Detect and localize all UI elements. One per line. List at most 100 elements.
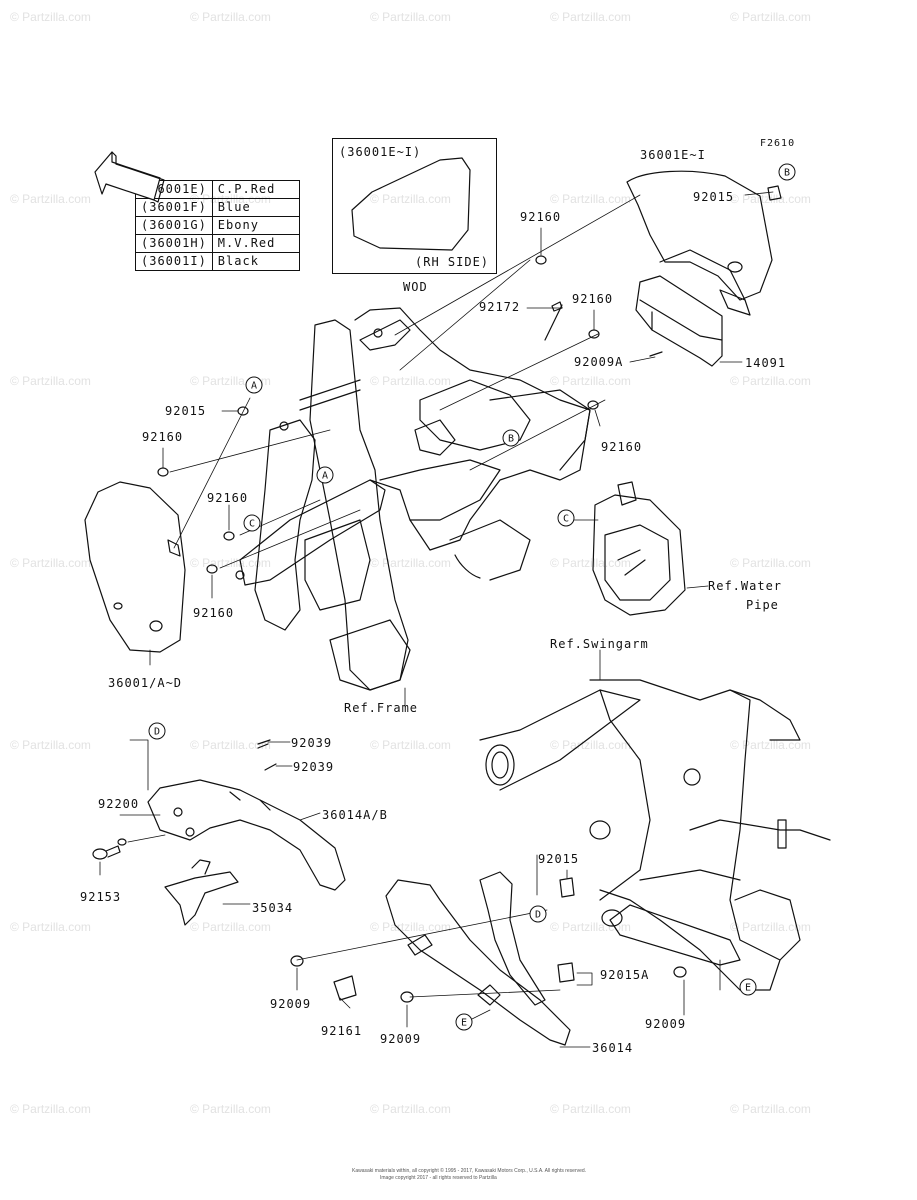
color-row: (36001F)Blue [135, 198, 300, 217]
part-label-p92153: 92153 [80, 890, 122, 904]
color-code: (36001I) [135, 252, 213, 271]
ref-marker-circle [529, 905, 547, 923]
part-label-p36014AB: 36014A/B [322, 808, 388, 822]
part-label-p92009l: 92009 [270, 997, 312, 1011]
bracket-35034 [164, 859, 239, 926]
ref-marker-circle [148, 722, 166, 740]
watermark-text: © Partzilla.com [190, 920, 271, 934]
ref-marker-circle [455, 1013, 473, 1031]
frame-outline [235, 307, 591, 691]
part-label-p92015A: 92015A [600, 968, 650, 982]
watermark-text: © Partzilla.com [370, 374, 451, 388]
watermark-text: © Partzilla.com [370, 920, 451, 934]
diagram-code: F2610 [760, 138, 796, 149]
part-label-p92015a: 92015 [165, 404, 207, 418]
color-name: Black [211, 252, 300, 271]
watermark-text: © Partzilla.com [730, 1102, 811, 1116]
part-label-pRefSwing: Ref.Swingarm [550, 637, 649, 651]
ref-marker-letter: A [251, 381, 257, 392]
part-label-pWOD: WOD [403, 280, 428, 294]
front-arrow-icon [94, 151, 165, 203]
part-label-pRefFrame: Ref.Frame [344, 701, 419, 715]
ref-marker-circle [778, 163, 796, 181]
ref-marker-letter: C [563, 514, 569, 525]
part-label-p92009A: 92009A [574, 355, 624, 369]
ref-marker-b: B [502, 429, 520, 447]
watermark-text: © Partzilla.com [10, 374, 91, 388]
watermark-text: © Partzilla.com [730, 738, 811, 752]
watermark-text: © Partzilla.com [550, 374, 631, 388]
watermark-text: © Partzilla.com [190, 10, 271, 24]
ref-marker-circle [739, 978, 757, 996]
part-label-p92161: 92161 [321, 1024, 363, 1038]
swingarm [479, 679, 831, 991]
ref-marker-b: B [778, 163, 796, 181]
right-side-cover [626, 170, 773, 316]
watermark-text: © Partzilla.com [10, 738, 91, 752]
part-label-p92200: 92200 [98, 797, 140, 811]
footer-copyright: Kawasaki materials within, all copyright… [352, 1168, 587, 1174]
watermark-text: © Partzilla.com [190, 738, 271, 752]
color-name: Blue [211, 198, 300, 217]
part-label-p92039a: 92039 [291, 736, 333, 750]
part-label-p92160t: 92160 [520, 210, 562, 224]
inset-side-label: (RH SIDE) [415, 255, 490, 269]
watermark-text: © Partzilla.com [550, 920, 631, 934]
watermark-text: © Partzilla.com [370, 556, 451, 570]
part-label-pRefWater: Ref.Water [708, 579, 783, 593]
color-table: (36001E)C.P.Red (36001F)Blue (36001G)Ebo… [135, 180, 300, 271]
watermark-text: © Partzilla.com [730, 374, 811, 388]
watermark-text: © Partzilla.com [550, 192, 631, 206]
watermark-text: © Partzilla.com [370, 1102, 451, 1116]
ref-marker-c: C [243, 514, 261, 532]
chain-guard-lower [385, 871, 571, 1046]
part-label-p36001AD: 36001/A~D [108, 676, 183, 690]
part-label-p92160r: 92160 [601, 440, 643, 454]
ref-marker-circle [243, 514, 261, 532]
color-code: (36001G) [135, 216, 213, 235]
inset-title: (36001E~I) [339, 145, 422, 159]
watermark-text: © Partzilla.com [10, 1102, 91, 1116]
part-label-p92160l1: 92160 [142, 430, 184, 444]
ref-marker-c: C [557, 509, 575, 527]
watermark-text: © Partzilla.com [10, 920, 91, 934]
ref-marker-letter: B [508, 434, 514, 445]
ref-marker-letter: D [535, 910, 541, 921]
watermark-text: © Partzilla.com [10, 10, 91, 24]
ref-marker-a: A [316, 466, 334, 484]
watermark-text: © Partzilla.com [10, 556, 91, 570]
ref-marker-letter: A [322, 471, 328, 482]
bolt-92153 [92, 845, 121, 860]
leader-lines [99, 191, 774, 1048]
ref-marker-d: D [529, 905, 547, 923]
part-label-p92009m: 92009 [380, 1032, 422, 1046]
part-label-p92015b: 92015 [693, 190, 735, 204]
ref-marker-circle [316, 466, 334, 484]
left-side-cover [84, 481, 186, 653]
color-row: (36001I)Black [135, 252, 300, 271]
watermark-text: © Partzilla.com [550, 1102, 631, 1116]
bracket-14091 [635, 275, 723, 367]
part-label-p92015c: 92015 [538, 852, 580, 866]
watermark-text: © Partzilla.com [550, 738, 631, 752]
part-label-p92172: 92172 [479, 300, 521, 314]
part-label-p35034: 35034 [252, 901, 294, 915]
watermark-text: © Partzilla.com [370, 10, 451, 24]
rh-side-inset: (36001E~I) (RH SIDE) [332, 138, 497, 274]
part-label-p92160l3: 92160 [193, 606, 235, 620]
ref-marker-d: D [148, 722, 166, 740]
watermark-text: © Partzilla.com [10, 192, 91, 206]
ref-marker-letter: C [249, 519, 255, 530]
part-label-p92160m: 92160 [572, 292, 614, 306]
ref-marker-circle [557, 509, 575, 527]
inset-cover-outline [351, 157, 471, 251]
washer-92200 [117, 838, 127, 846]
part-label-p92160l2: 92160 [207, 491, 249, 505]
ref-marker-letter: B [784, 168, 790, 179]
footer-image-credit: Image copyright 2017 - all rights reserv… [380, 1175, 497, 1181]
part-label-p36014: 36014 [592, 1041, 634, 1055]
watermark-text: © Partzilla.com [370, 738, 451, 752]
ref-marker-letter: D [154, 727, 160, 738]
